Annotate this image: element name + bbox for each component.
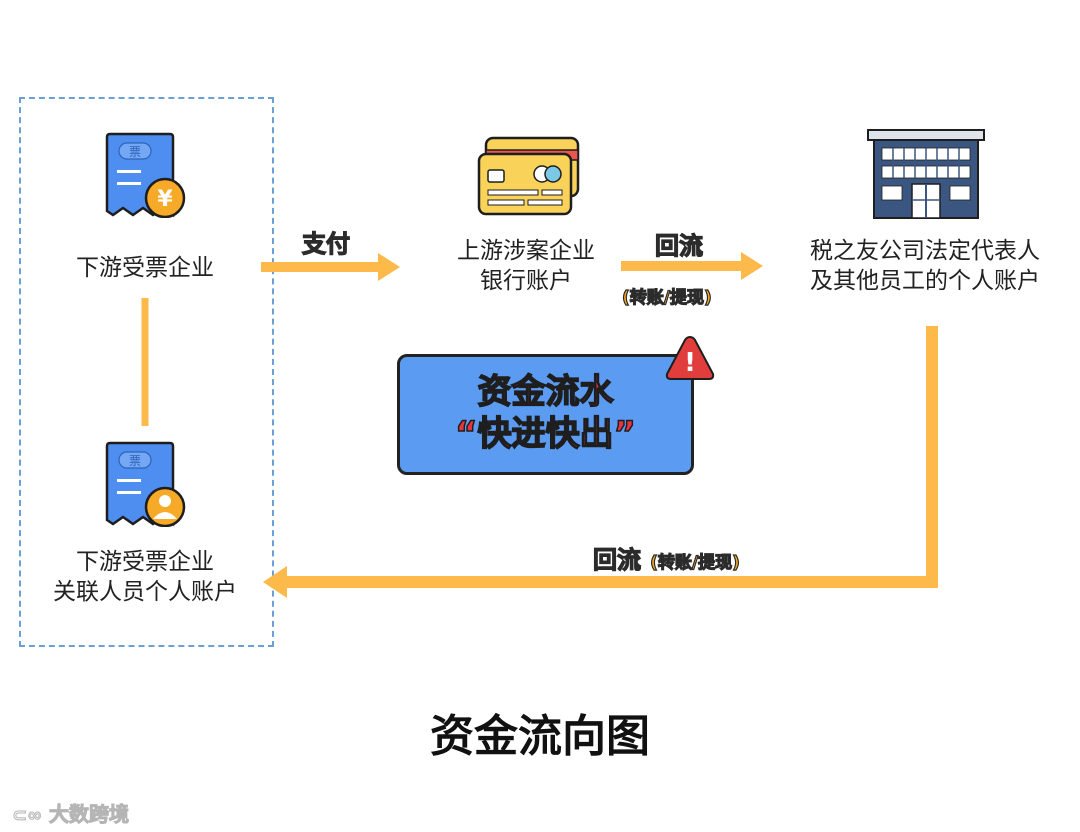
watermark: ⊂∞ 大数跨境 <box>11 798 130 827</box>
bank-card-icon <box>477 136 580 216</box>
alert-line-2: “快进快出” <box>454 413 636 455</box>
diagram-title: 资金流向图 <box>430 711 650 762</box>
invoice-person-icon: 票 <box>105 441 186 527</box>
svg-text:票: 票 <box>129 454 141 468</box>
company-building-icon <box>867 129 985 219</box>
return-arrow-2 <box>263 326 938 598</box>
fund-flow-alert-box: 资金流水 “快进快出” <box>397 354 694 475</box>
node-tax-friend-line1: 税之友公司法定代表人 <box>810 238 1040 264</box>
edge-return-1-label: 回流 <box>654 231 703 260</box>
node-downstream-company-label: 下游受票企业 <box>76 255 214 281</box>
pay-arrow <box>261 253 400 281</box>
node-upstream-bank-line1: 上游涉案企业 <box>457 238 595 264</box>
svg-text:!: ! <box>684 348 696 378</box>
node-tax-friend-line2: 及其他员工的个人账户 <box>810 268 1040 294</box>
alert-line-1: 资金流水 <box>477 371 615 413</box>
downstream-group-box <box>19 97 274 647</box>
node-related-personal-accounts: 下游受票企业 关联人员个人账户 <box>20 547 270 607</box>
watermark-logo-icon: ⊂∞ <box>11 805 43 827</box>
edge-return-2-label: 回流 <box>592 545 641 574</box>
warning-icon: ! <box>665 335 715 380</box>
node-related-personal-line2: 关联人员个人账户 <box>53 579 237 605</box>
return-arrow-1 <box>621 252 763 280</box>
node-related-personal-line1: 下游受票企业 <box>76 549 214 575</box>
edge-return-1-note: (转账/提现) <box>621 287 712 308</box>
node-upstream-bank-line2: 银行账户 <box>480 268 572 294</box>
invoice-yuan-icon: 票 ¥ <box>105 132 186 218</box>
svg-text:票: 票 <box>129 145 141 159</box>
node-downstream-company: 下游受票企业 <box>45 253 245 283</box>
svg-text:¥: ¥ <box>157 187 173 212</box>
edge-pay-label: 支付 <box>301 229 350 258</box>
node-upstream-bank: 上游涉案企业 银行账户 <box>426 236 626 296</box>
edge-return-2-label-group: 回流 (转账/提现) <box>592 540 740 575</box>
node-tax-friend-accounts: 税之友公司法定代表人 及其他员工的个人账户 <box>780 236 1070 296</box>
watermark-text: 大数跨境 <box>49 802 130 827</box>
edge-return-2-note: (转账/提现) <box>649 552 740 573</box>
